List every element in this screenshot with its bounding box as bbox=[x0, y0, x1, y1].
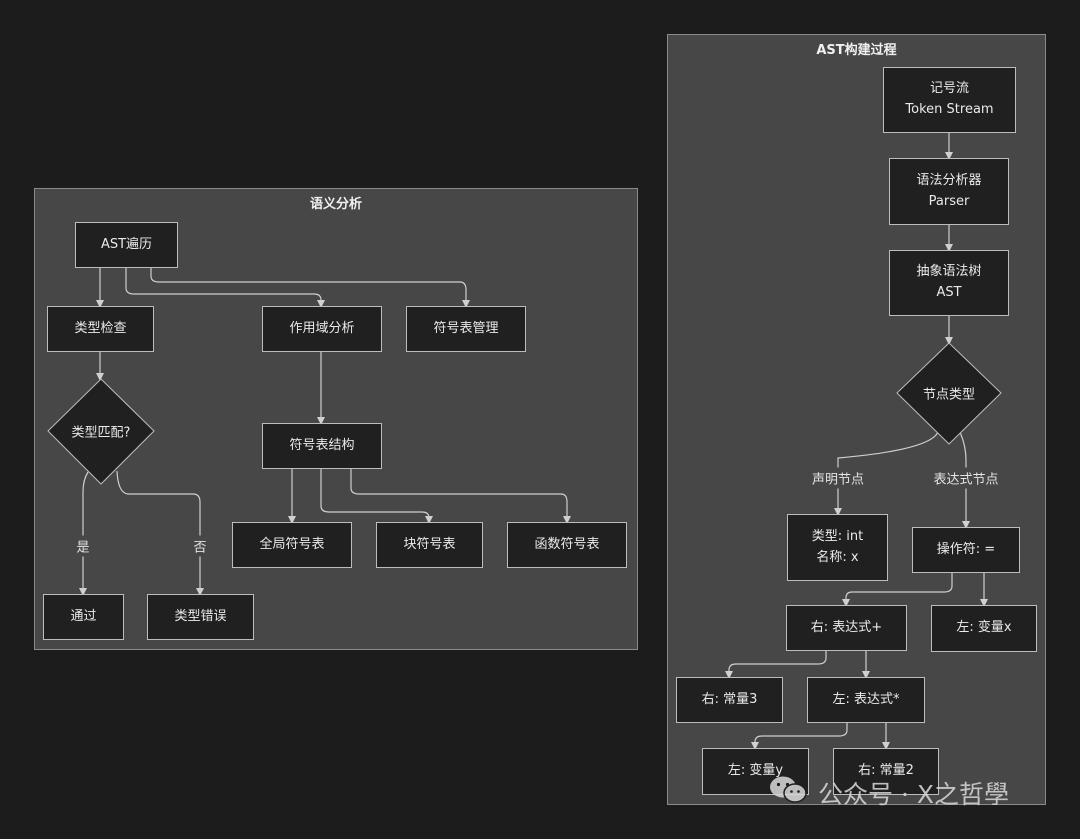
node-label: 符号表管理 bbox=[433, 320, 499, 336]
node-label: 右: 常量2 bbox=[858, 763, 914, 779]
node-label-cn: 抽象语法树 bbox=[916, 264, 982, 280]
decl-edge-label: 声明节点 bbox=[808, 467, 868, 489]
expr-edge-label: 表达式节点 bbox=[930, 467, 1002, 489]
yes-label: 是 bbox=[73, 535, 93, 557]
left-expr-mul-node: 左: 表达式* bbox=[807, 677, 925, 723]
wechat-icon bbox=[768, 774, 810, 812]
node-label: 块符号表 bbox=[403, 536, 456, 552]
node-label-cn: 语法分析器 bbox=[916, 172, 982, 188]
node-label: 类型错误 bbox=[174, 608, 227, 624]
scope-analysis-node: 作用域分析 bbox=[262, 306, 382, 352]
symbol-mgmt-node: 符号表管理 bbox=[406, 306, 526, 352]
node-label: 通过 bbox=[70, 608, 97, 624]
node-label: 左: 表达式* bbox=[832, 691, 900, 707]
node-label: 函数符号表 bbox=[534, 536, 600, 552]
edge-plus-to-const3 bbox=[725, 651, 827, 679]
node-label-cn: 记号流 bbox=[929, 81, 969, 97]
node-label-type: 类型: int bbox=[811, 528, 864, 544]
watermark: 公众号 · X之哲學 bbox=[768, 774, 1009, 812]
type-check-node: 类型检查 bbox=[47, 306, 154, 352]
right-const-2-node: 右: 常量2 bbox=[833, 748, 939, 795]
pass-node: 通过 bbox=[43, 594, 124, 640]
edge-nodetype-to-expr bbox=[959, 431, 970, 529]
node-label: AST遍历 bbox=[100, 236, 153, 252]
node-type-label: 节点类型 bbox=[922, 387, 976, 403]
right-const-3-node: 右: 常量3 bbox=[676, 677, 783, 723]
ast-node: 抽象语法树 AST bbox=[889, 250, 1009, 316]
block-table-node: 块符号表 bbox=[376, 522, 483, 568]
node-label: 左: 变量x bbox=[956, 620, 1012, 636]
panel-title: AST构建过程 bbox=[816, 43, 897, 58]
global-table-node: 全局符号表 bbox=[232, 522, 352, 568]
token-stream-node: 记号流 Token Stream bbox=[883, 67, 1016, 133]
watermark-text: 公众号 · X之哲學 bbox=[818, 780, 1009, 809]
func-table-node: 函数符号表 bbox=[507, 522, 627, 568]
type-match-label: 类型匹配? bbox=[71, 425, 131, 441]
operator-node: 操作符: = bbox=[912, 527, 1020, 573]
edge-op-to-rightplus bbox=[842, 573, 953, 607]
node-label: 右: 表达式+ bbox=[810, 619, 883, 635]
edge-struct-to-block bbox=[320, 468, 433, 524]
edge-struct-to-func bbox=[350, 468, 571, 524]
node-label-name: 名称: x bbox=[816, 549, 859, 565]
node-label: 作用域分析 bbox=[289, 320, 355, 336]
node-label: 左: 变量y bbox=[727, 763, 784, 779]
left-var-x-node: 左: 变量x bbox=[931, 605, 1037, 652]
node-type-diamond bbox=[896, 342, 1002, 445]
edge-nodetype-to-decl bbox=[834, 431, 939, 516]
ast-traverse-node: AST遍历 bbox=[75, 222, 178, 268]
node-label: 全局符号表 bbox=[259, 536, 325, 552]
parser-node: 语法分析器 Parser bbox=[889, 158, 1009, 225]
edge-ast-to-scope bbox=[125, 268, 325, 308]
right-expr-plus-node: 右: 表达式+ bbox=[786, 605, 907, 651]
panel-title: 语义分析 bbox=[309, 197, 362, 212]
edge-match-to-pass bbox=[79, 471, 89, 596]
edge-mul-to-var-y bbox=[751, 723, 848, 750]
type-error-node: 类型错误 bbox=[147, 594, 254, 640]
no-label: 否 bbox=[190, 535, 210, 557]
decl-node: 类型: int 名称: x bbox=[787, 514, 888, 581]
node-label-en: Parser bbox=[928, 193, 970, 209]
node-label-en: Token Stream bbox=[905, 102, 994, 117]
edge-ast-to-symbolmgmt bbox=[150, 268, 470, 308]
node-label: 符号表结构 bbox=[289, 437, 355, 453]
node-label: 类型检查 bbox=[74, 320, 127, 336]
symbol-struct-node: 符号表结构 bbox=[262, 423, 382, 469]
edge-match-to-error bbox=[116, 470, 204, 596]
node-label: 右: 常量3 bbox=[701, 691, 758, 707]
node-label-en: AST bbox=[936, 285, 962, 300]
node-label: 操作符: = bbox=[936, 541, 996, 557]
type-match-diamond bbox=[47, 378, 155, 485]
